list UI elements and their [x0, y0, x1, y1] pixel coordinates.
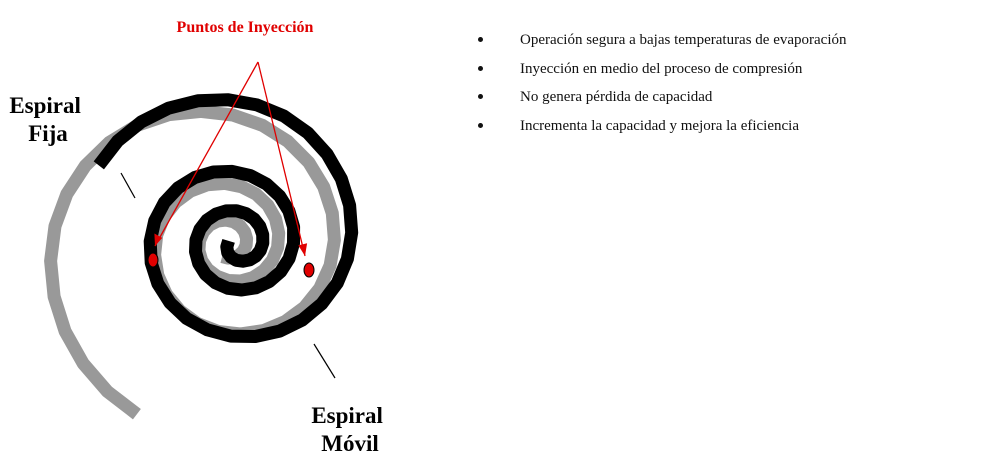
- feature-text: Operación segura a bajas temperaturas de…: [520, 32, 847, 48]
- feature-item: Inyección en medio del proceso de compre…: [478, 59, 847, 88]
- feature-item: Incrementa la capacidad y mejora la efic…: [478, 116, 847, 145]
- injection-point-right: [303, 262, 315, 278]
- moving-scroll-pointer: [313, 343, 336, 379]
- bullet-dot-icon: [478, 122, 483, 128]
- bullet-dot-icon: [478, 37, 483, 42]
- fixed-scroll-label: Espiral Fija: [9, 93, 86, 146]
- injection-arrow-left: [154, 61, 259, 247]
- moving-scroll-label-line-2: Móvil: [321, 431, 379, 456]
- moving-scroll-label-line-1: Espiral: [311, 403, 383, 428]
- feature-list: Operación segura a bajas temperaturas de…: [478, 30, 847, 144]
- injection-arrowhead-left: [154, 233, 163, 246]
- fixed-scroll-label-line-2: Fija: [28, 121, 68, 146]
- feature-text: Inyección en medio del proceso de compre…: [520, 60, 803, 77]
- bullet-dot-icon: [478, 94, 483, 99]
- feature-item: No genera pérdida de capacidad: [478, 87, 847, 116]
- feature-text: Incrementa la capacidad y mejora la efic…: [520, 117, 799, 134]
- moving-scroll-label: Espiral Móvil: [311, 403, 388, 456]
- injection-arrowhead-right: [298, 243, 308, 256]
- injection-point-left: [147, 252, 159, 268]
- feature-text: No genera pérdida de capacidad: [520, 89, 713, 105]
- feature-item: Operación segura a bajas temperaturas de…: [478, 30, 847, 59]
- injection-arrow-right: [257, 61, 306, 257]
- injection-points-title: Puntos de Inyección: [177, 19, 314, 36]
- fixed-scroll-label-line-1: Espiral: [9, 93, 81, 118]
- fixed-scroll-pointer: [120, 172, 136, 199]
- bullet-dot-icon: [478, 65, 483, 71]
- fixed-scroll-spiral: [93, 93, 359, 343]
